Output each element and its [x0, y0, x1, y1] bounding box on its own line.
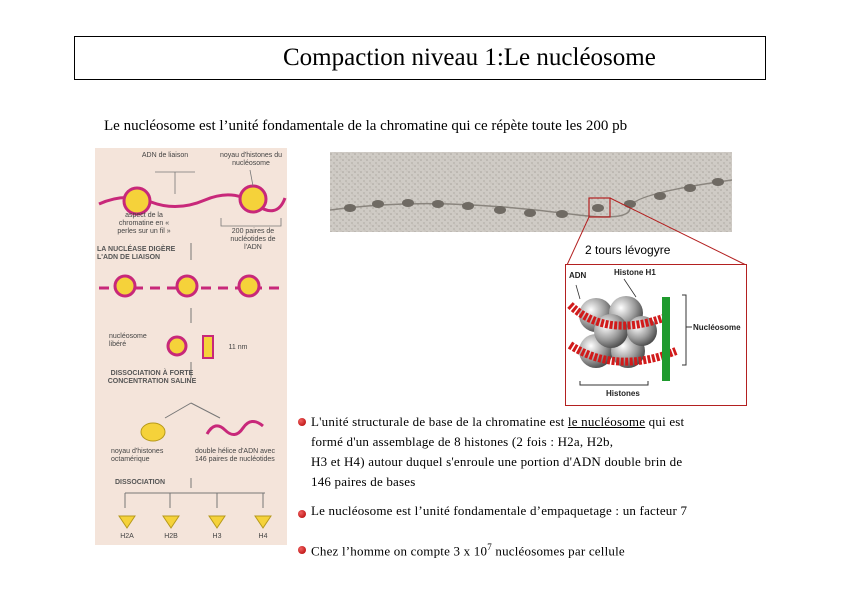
bullet-1-underlined: le nucléosome [568, 414, 645, 429]
bullet-1-pre: L'unité structurale de base de la chroma… [311, 414, 568, 429]
bullet-dot-3 [298, 546, 306, 554]
bullet-dot-2 [298, 510, 306, 518]
nucleosome-detail-drawing [566, 265, 746, 405]
bullet-1-line3: H3 et H4) autour duquel s'enroule une po… [311, 454, 682, 469]
label-nucleosome: Nucléosome [693, 323, 741, 332]
bullet-2: Le nucléosome est l’unité fondamentale d… [311, 501, 687, 521]
bullet-1: L'unité structurale de base de la chroma… [311, 412, 766, 492]
nucleosome-detail-box: ADN Histone H1 Nucléosome Histones [565, 264, 747, 406]
highlight-square [589, 198, 610, 217]
callout-label: 2 tours lévogyre [585, 243, 670, 257]
bullet-1-line4: 146 paires de bases [311, 474, 416, 489]
bullet-dot-1 [298, 418, 306, 426]
bullet-3-pre: Chez l’homme on compte 3 x 10 [311, 543, 487, 558]
label-adn: ADN [569, 271, 586, 280]
histone-h1-rod [662, 297, 670, 381]
label-histone-h1: Histone H1 [614, 268, 656, 277]
bullet-3: Chez l’homme on compte 3 x 107 nucléosom… [311, 537, 625, 561]
bullet-1-line2: formé d'un assemblage de 8 histones (2 f… [311, 434, 613, 449]
bullet-3-post: nucléosomes par cellule [492, 543, 625, 558]
label-histones: Histones [606, 389, 640, 398]
bullet-1-line1-post: qui est [645, 414, 684, 429]
